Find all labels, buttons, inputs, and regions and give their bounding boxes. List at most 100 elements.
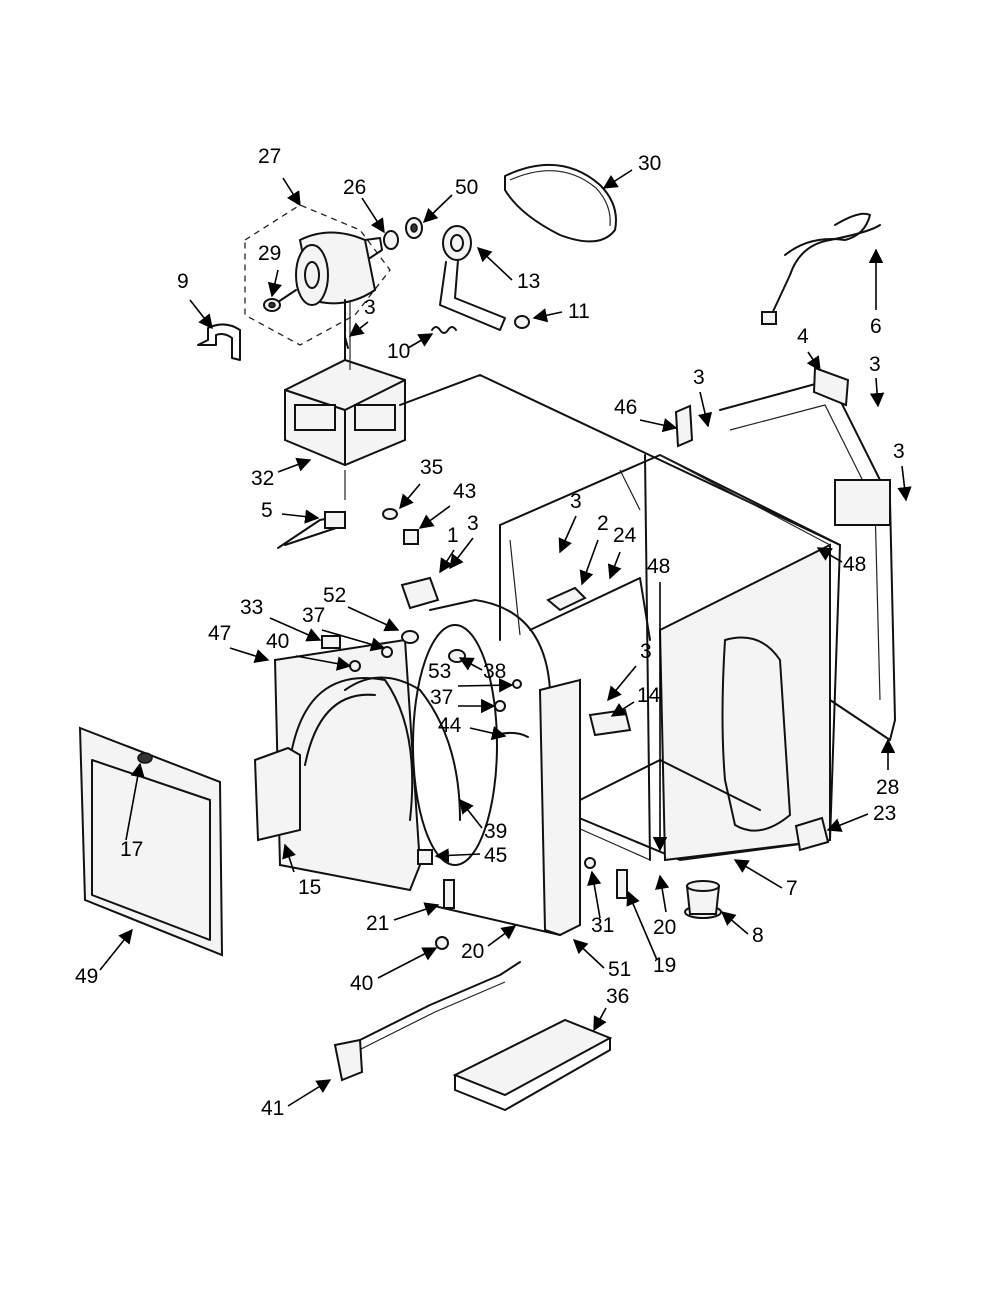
leader-arrow-12: [869, 377, 885, 408]
callout-3-mid: 3: [570, 490, 582, 513]
leader-arrow-1: [361, 197, 385, 234]
callout-10: 10: [387, 340, 410, 363]
leveling-foot: [684, 880, 722, 919]
motor-pulley: [263, 298, 281, 312]
callout-4: 4: [797, 325, 809, 348]
screw-40b: [435, 936, 449, 950]
callout-27: 27: [258, 145, 281, 168]
callout-23: 23: [873, 802, 896, 825]
callout-37-lower: 37: [430, 686, 453, 709]
washer: [383, 230, 399, 250]
leader-arrow-19: [281, 509, 320, 524]
leader-arrow-9: [407, 333, 434, 349]
leader-arrow-0: [282, 177, 301, 207]
callout-13: 13: [517, 270, 540, 293]
callout-30: 30: [638, 152, 661, 175]
leader-arrow-46: [587, 870, 602, 919]
leader-arrow-30: [229, 647, 270, 663]
leader-arrow-34: [607, 665, 637, 702]
sensor-clip: [403, 529, 419, 545]
leader-arrow-26: [816, 547, 843, 563]
callout-2: 2: [597, 512, 609, 535]
rear-foot: [794, 816, 830, 852]
callout-53: 53: [428, 660, 451, 683]
callout-28: 28: [876, 776, 899, 799]
callout-5: 5: [261, 499, 273, 522]
access-cover: [812, 366, 850, 407]
leader-arrow-51: [626, 890, 658, 961]
thermal-fuse: [382, 508, 398, 520]
idler-screw: [514, 315, 530, 329]
motor: [277, 231, 383, 306]
callout-50: 50: [455, 176, 478, 199]
callout-49: 49: [75, 965, 98, 988]
leader-arrow-15: [897, 465, 912, 502]
leader-arrow-17: [399, 483, 421, 510]
leader-arrow-31: [295, 655, 352, 671]
motor-clamp: [197, 323, 241, 361]
motor-mount-bracket: [284, 299, 406, 467]
leader-arrow-50: [487, 925, 517, 947]
callout-35: 35: [420, 456, 443, 479]
leader-arrow-6: [476, 247, 513, 281]
strike-bracket: [400, 576, 440, 610]
leader-arrow-39: [826, 813, 869, 832]
callout-44: 44: [438, 714, 462, 737]
leader-arrow-14: [639, 418, 678, 433]
grommet: [401, 630, 419, 644]
base-bracket: [588, 708, 632, 737]
callout-26: 26: [343, 176, 366, 199]
leader-arrow-44: [733, 859, 783, 889]
screw-37b: [494, 700, 506, 712]
callout-3-center: 3: [640, 640, 652, 663]
callout-1: 1: [447, 524, 459, 547]
idler-pulley: [439, 225, 506, 331]
leader-arrow-41: [459, 798, 483, 829]
leader-arrow-16: [277, 457, 312, 473]
idler-spring: [431, 326, 457, 334]
leader-arrow-28: [269, 617, 322, 642]
leader-arrow-13: [698, 391, 713, 428]
callout-48-right: 48: [843, 553, 866, 576]
motor-screw: [344, 336, 349, 349]
callout-3-top-right: 3: [869, 353, 881, 376]
latch-pad: [417, 849, 433, 865]
leader-arrow-29: [321, 629, 386, 652]
main-wire-harness: [333, 961, 521, 1082]
sensor-bracket: [546, 586, 587, 612]
leader-arrow-42: [434, 848, 481, 863]
callout-20-left: 20: [461, 940, 484, 963]
base-pan: [452, 1018, 613, 1111]
leader-arrow-22: [607, 551, 622, 580]
front-door: [78, 726, 224, 957]
screw-31: [584, 857, 596, 869]
callout-19: 19: [653, 954, 676, 977]
callout-11: 11: [568, 300, 590, 323]
callout-38: 38: [483, 660, 506, 683]
hinge-19: [616, 869, 628, 899]
leader-arrow-20: [558, 515, 577, 554]
back-panel: [719, 379, 896, 741]
callout-3-right: 3: [893, 440, 905, 463]
motor-assembly-outline: [244, 204, 391, 346]
leader-arrow-45: [393, 902, 440, 921]
leader-arrow-37: [469, 726, 507, 741]
callout-36: 36: [606, 985, 629, 1008]
callout-15: 15: [298, 876, 321, 899]
leader-arrow-48: [720, 911, 749, 935]
callout-46: 46: [614, 396, 637, 419]
leader-arrow-21: [579, 539, 599, 586]
callout-20-right: 20: [653, 916, 676, 939]
hinge-21: [443, 879, 455, 909]
rail-20: [429, 904, 561, 936]
callout-45: 45: [484, 844, 507, 867]
leader-arrow-33: [457, 678, 514, 693]
screw-40a: [349, 660, 361, 672]
leader-arrow-2: [422, 194, 453, 223]
leader-arrow-36: [610, 701, 635, 717]
callout-3-left-mid: 3: [467, 512, 479, 535]
leader-arrow-4: [267, 269, 282, 298]
callout-33: 33: [240, 596, 263, 619]
leader-arrow-43: [282, 843, 296, 873]
